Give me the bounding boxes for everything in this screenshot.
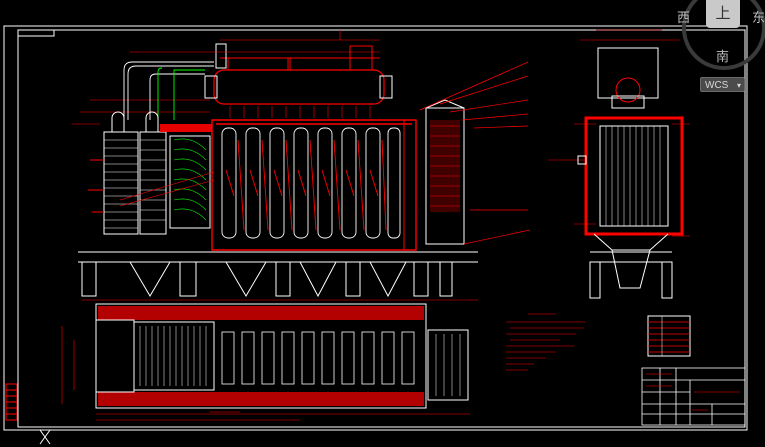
drawing-frame	[3, 25, 748, 431]
ucs-icon	[39, 429, 51, 445]
boiler-plan-view	[61, 303, 470, 421]
viewcube-ring[interactable]	[682, 0, 765, 70]
furnace-casing	[211, 119, 417, 251]
furnace-tube-diagonals	[225, 139, 387, 231]
furnace-tube-panels	[221, 127, 401, 239]
viewcube-west-label[interactable]: 西	[677, 11, 691, 26]
technical-notes-block	[506, 313, 586, 371]
air-heater-column	[425, 99, 465, 245]
cross-flue-lines	[119, 171, 215, 207]
parts-list-table	[647, 315, 691, 357]
left-tube-bundles	[88, 111, 212, 235]
viewcube-top-face[interactable]: 上	[706, 0, 740, 28]
boiler-side-section	[548, 29, 690, 299]
wcs-label: WCS	[705, 80, 729, 91]
superheater-pipework	[123, 61, 214, 120]
ash-hoppers	[78, 251, 478, 301]
chevron-down-icon: ▾	[736, 81, 741, 90]
title-block	[641, 367, 746, 426]
wcs-dropdown[interactable]: WCS ▾	[700, 77, 745, 92]
left-title-strip	[5, 383, 18, 421]
viewcube-south-label[interactable]: 南	[716, 50, 730, 65]
boiler-elevation-view	[72, 30, 531, 301]
steam-drum	[204, 43, 393, 118]
viewcube-east-label[interactable]: 东	[752, 11, 765, 26]
leader-lines	[419, 61, 531, 245]
dimension-lines-top	[72, 30, 380, 125]
